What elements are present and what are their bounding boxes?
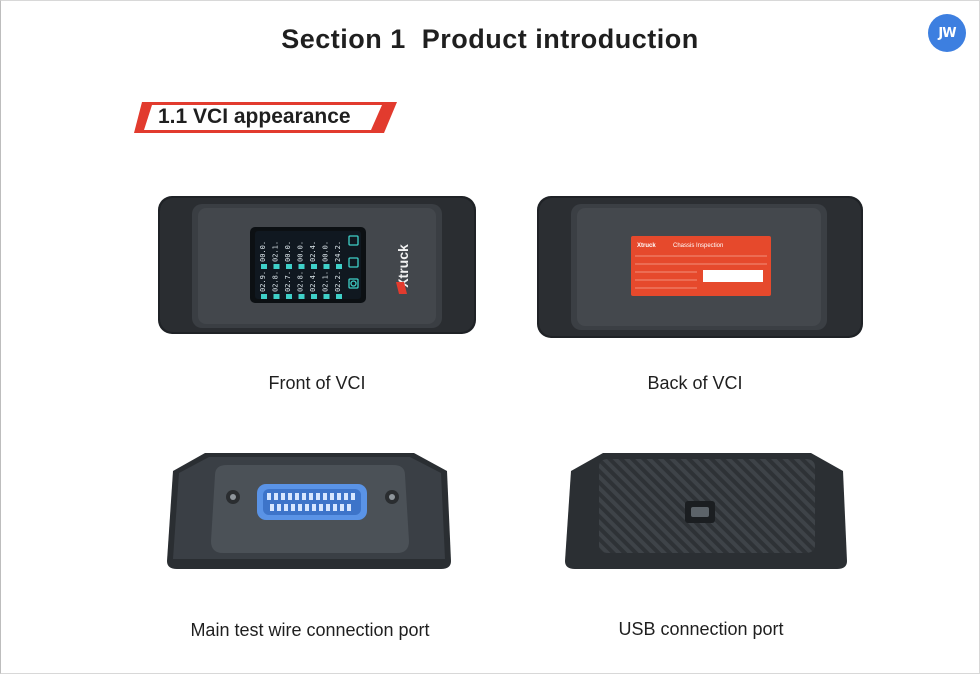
section-number: Section 1 <box>281 24 406 54</box>
badge-text: JW <box>938 25 956 41</box>
front-reading: 02.1. <box>322 271 330 292</box>
reading-indicator <box>323 264 330 269</box>
section-title: Product introduction <box>421 24 699 54</box>
reading-indicator <box>273 264 280 269</box>
front-reading: 02.1. <box>272 241 280 262</box>
front-reading: 02.2. <box>334 271 342 292</box>
reading-indicator <box>336 264 342 269</box>
caption-main-port: Main test wire connection port <box>190 620 430 640</box>
back-brand: Xtruck <box>637 243 656 249</box>
reading-indicator <box>323 294 330 299</box>
caption-usb-port: USB connection port <box>618 619 784 639</box>
brand-mark-icon <box>396 282 407 294</box>
front-reading: 02.4. <box>309 241 317 262</box>
reading-indicator <box>311 264 317 269</box>
reading-indicator <box>261 294 267 299</box>
front-reading: 02.8. <box>272 271 280 292</box>
front-reading: 00.0. <box>259 241 267 262</box>
reading-indicator <box>261 264 267 269</box>
reading-indicator <box>286 294 292 299</box>
caption-back: Back of VCI <box>647 373 743 393</box>
subsection-banner <box>134 102 397 133</box>
front-reading: 02.8. <box>297 271 305 292</box>
reading-indicator <box>298 294 305 299</box>
front-reading: 00.0. <box>322 241 330 262</box>
subsection-title: 1.1 VCI appearance <box>158 105 351 128</box>
usb-port-image <box>565 453 847 569</box>
vci-front-image: 02.9. 02.8. 02.7. 02.8. 02.4. 02.1. 02.2. 00.0.… <box>158 196 476 334</box>
front-reading: 02.9. <box>259 271 267 292</box>
front-reading: 24.2. <box>334 241 342 262</box>
caption-front: Front of VCI <box>268 373 366 393</box>
vci-back-image: Xtruck Chassis Inspection <box>537 196 863 338</box>
front-brand-logo: Xtruck <box>395 244 411 288</box>
front-reading: 02.7. <box>284 271 292 292</box>
front-readings-group: 02.9. 02.8. 02.7. 02.8. 02.4. 02.1. 02.2. 00.0.… <box>259 241 342 299</box>
front-reading: 00.0. <box>297 241 305 262</box>
app-badge-icon[interactable]: JW <box>928 14 966 52</box>
reading-indicator <box>298 264 305 269</box>
subsection-heading: 1.1 VCI appearance <box>134 101 398 134</box>
reading-indicator <box>286 264 292 269</box>
reading-indicator <box>273 294 280 299</box>
main-port-image <box>167 453 451 569</box>
reading-indicator <box>311 294 317 299</box>
page-title: Section 1 Product introduction <box>0 24 980 55</box>
front-reading: 00.0. <box>284 241 292 262</box>
reading-indicator <box>336 294 342 299</box>
front-reading: 02.4. <box>309 271 317 292</box>
back-label-title: Chassis Inspection <box>673 243 723 249</box>
